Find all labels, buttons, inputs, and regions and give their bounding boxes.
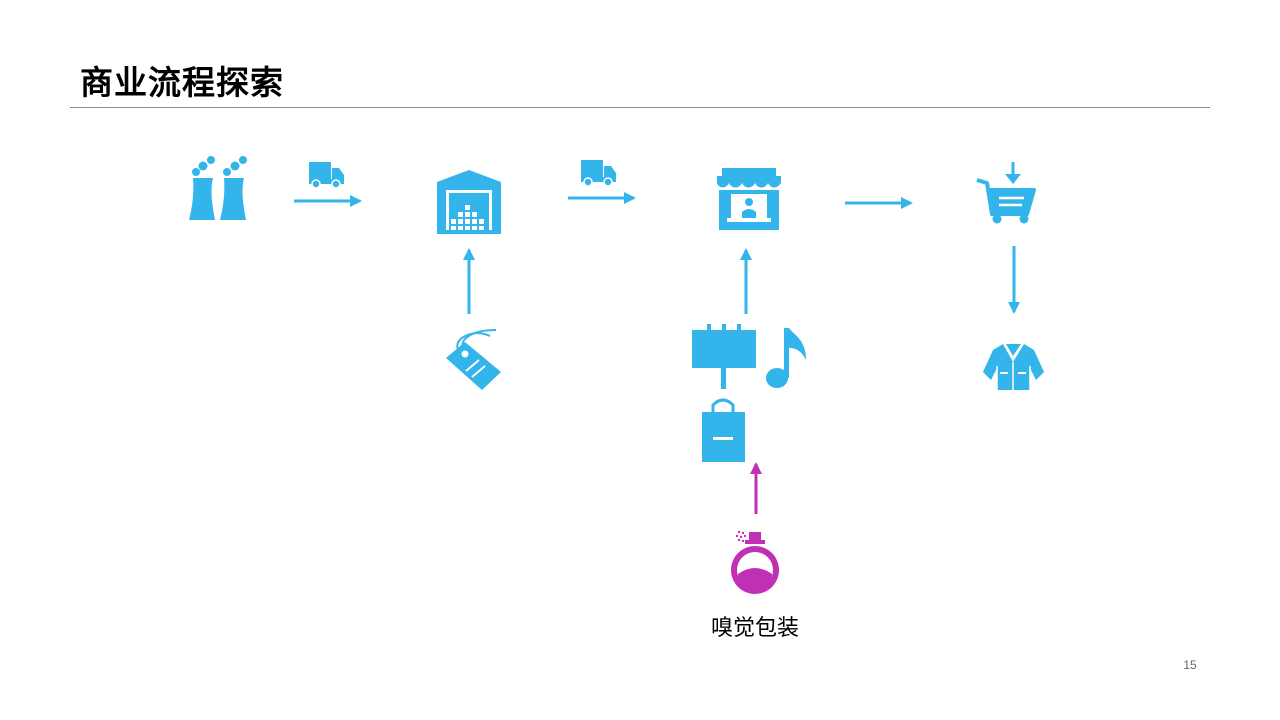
perfume-bottle-icon xyxy=(731,530,779,594)
truck-icon xyxy=(581,160,616,187)
warehouse-icon xyxy=(437,170,501,234)
truck-icon xyxy=(309,162,344,189)
scent-packaging-caption: 嗅觉包装 xyxy=(710,616,799,641)
jacket-icon xyxy=(983,344,1044,390)
store-icon xyxy=(717,168,781,230)
title-divider xyxy=(70,107,1210,108)
music-note-icon xyxy=(766,328,806,388)
billboard-icon xyxy=(692,324,756,389)
page-number: 15 xyxy=(1183,658,1197,672)
factory-icon xyxy=(189,156,247,220)
price-tag-icon xyxy=(446,329,501,390)
shopping-bag-icon xyxy=(702,398,745,462)
shopping-cart-icon xyxy=(976,162,1036,224)
page-title: 商业流程探索 xyxy=(80,63,284,102)
